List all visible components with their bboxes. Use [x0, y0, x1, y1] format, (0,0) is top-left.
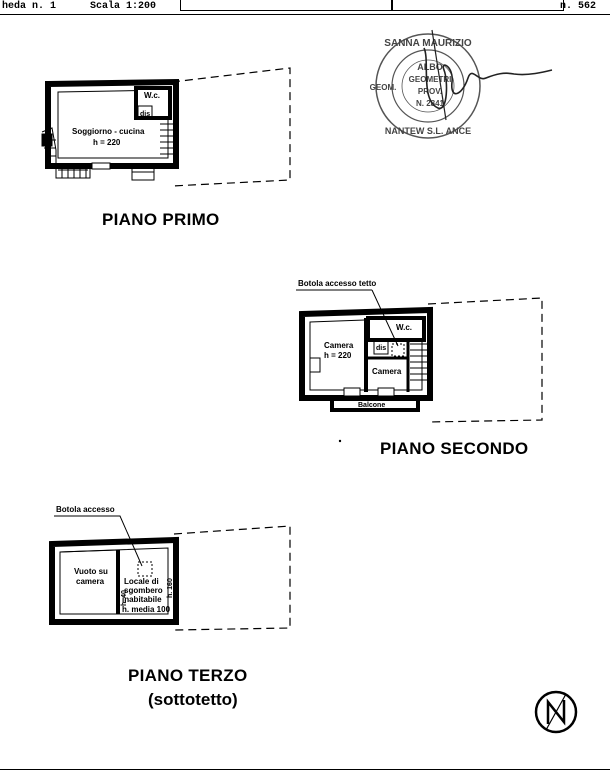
pt-locale-line4: h. media 100	[122, 605, 171, 614]
stamp-center-1: ALBO	[417, 62, 443, 72]
ps-camera1-height: h = 220	[324, 351, 352, 360]
ps-dis-label: dis	[376, 345, 386, 352]
stamp-ring-top: SANNA MAURIZIO	[384, 38, 472, 49]
north-arrow-icon	[534, 690, 578, 734]
piano-primo-labels: W.c. dis Soggiorno - cucina h = 220	[72, 91, 160, 147]
ps-botola-label: Botola accesso tetto	[298, 279, 376, 288]
pp-room-label: Soggiorno - cucina	[72, 127, 145, 136]
header-cell	[392, 0, 564, 11]
piano-secondo-title: PIANO SECONDO	[380, 439, 529, 458]
header-right-code: n. 562	[560, 1, 597, 12]
piano-terzo-subtitle: (sottotetto)	[148, 690, 238, 709]
pp-dis-label: dis	[140, 111, 150, 118]
stamp-center-2: GEOMETRI	[409, 75, 452, 84]
signature	[423, 47, 553, 109]
piano-terzo-labels: Botola accesso Vuoto su camera Locale di…	[56, 505, 174, 614]
ps-camera2-label: Camera	[372, 367, 402, 376]
ps-camera1-label: Camera	[324, 341, 354, 350]
piano-secondo-labels: Botola accesso tetto W.c. dis Camera h =…	[298, 279, 412, 409]
piano-secondo-plan	[296, 289, 543, 423]
header-cell	[180, 0, 392, 11]
scale-label: Scala 1:200	[90, 1, 157, 12]
pt-vuoto-line1: Vuoto su	[74, 567, 108, 576]
scheda-number: heda n. 1	[2, 1, 57, 12]
stamp-left-text: GEOM.	[370, 83, 397, 92]
piano-primo-plan	[41, 67, 291, 187]
pt-locale-line2: sgombero	[124, 586, 163, 595]
piano-terzo-plan	[49, 515, 291, 631]
stamp-center-4: N. 2841	[416, 99, 445, 108]
surveyor-stamp: SANNA MAURIZIO NANTEW S.L. ANCE GEOM. AL…	[370, 29, 553, 139]
piano-primo-title: PIANO PRIMO	[102, 210, 220, 229]
pp-height-label: h = 220	[93, 138, 121, 147]
pt-locale-line1: Locale di	[124, 577, 159, 586]
piano-terzo-title: PIANO TERZO	[128, 666, 248, 685]
ps-balcone-label: Balcone	[358, 402, 385, 409]
pt-hmax-label: h. 160	[167, 578, 174, 598]
stamp-center-3: PROV.	[418, 87, 442, 96]
stamp-ring-bottom: NANTEW S.L. ANCE	[385, 126, 471, 136]
pt-botola-label: Botola accesso	[56, 505, 115, 514]
pt-locale-line3: inabitabile	[122, 595, 162, 604]
pt-vuoto-line2: camera	[76, 577, 105, 586]
pp-wc-label: W.c.	[144, 91, 160, 100]
pt-hmin-label: h. 40	[121, 590, 128, 606]
ps-wc-label: W.c.	[396, 323, 412, 332]
header-strip: heda n. 1 Scala 1:200 n. 562	[0, 0, 612, 14]
drawing-frame	[0, 14, 610, 770]
